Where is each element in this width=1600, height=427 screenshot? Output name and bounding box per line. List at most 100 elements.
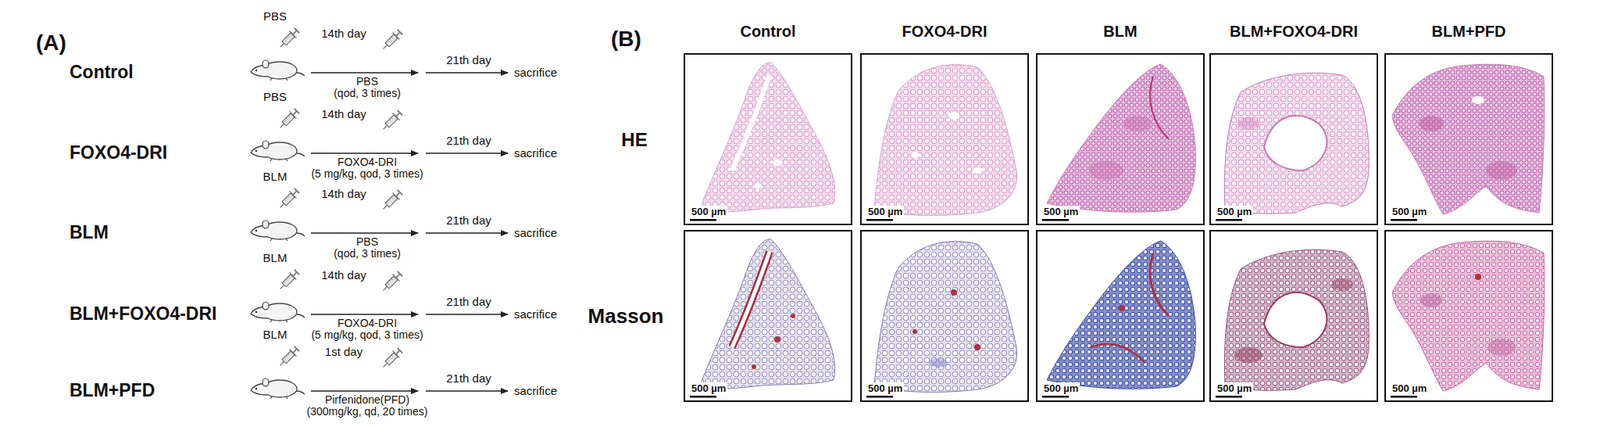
lung-section bbox=[1390, 64, 1545, 221]
scale-bar bbox=[1390, 218, 1418, 222]
collagen-stain bbox=[928, 357, 948, 368]
syringe-icon bbox=[379, 188, 404, 213]
scale-bar-label: 500 µm bbox=[1215, 205, 1254, 218]
scale-bar-label: 500 µm bbox=[866, 382, 904, 394]
scale-bar-label: 500 µm bbox=[689, 205, 728, 218]
day-label: 14th day bbox=[321, 107, 367, 122]
collagen-stain bbox=[1234, 346, 1263, 363]
row-schematic bbox=[250, 186, 508, 241]
day-label: 21th day bbox=[446, 214, 492, 228]
timeline-arrow bbox=[425, 152, 508, 154]
dose-label: (qod, 3 times) bbox=[333, 87, 401, 100]
syringe-icon bbox=[276, 107, 301, 132]
treatment-label: PBS bbox=[356, 235, 379, 248]
scale-bar-label: 500 µm bbox=[866, 205, 904, 218]
syringe-icon bbox=[276, 26, 301, 51]
agent-label: BLM bbox=[263, 170, 288, 184]
stain-label: Masson bbox=[588, 304, 665, 328]
scale-bar bbox=[1215, 395, 1243, 398]
day-label: 21th day bbox=[446, 53, 492, 68]
airway bbox=[1264, 292, 1327, 347]
syringe-icon bbox=[276, 344, 301, 369]
airway bbox=[910, 151, 919, 158]
group-label: BLM bbox=[69, 222, 109, 243]
timeline-arrow bbox=[310, 152, 418, 154]
scale-bar bbox=[1042, 395, 1069, 398]
column-header: BLM+PFD bbox=[1432, 22, 1507, 40]
airway bbox=[732, 251, 770, 347]
lung-lobe bbox=[1224, 249, 1369, 390]
scale-bar-label: 500 µm bbox=[1215, 382, 1254, 394]
histology-panel: 500 µm bbox=[1035, 229, 1205, 402]
fibrotic-patch bbox=[1089, 160, 1124, 180]
syringe-icon bbox=[379, 346, 404, 371]
vessel bbox=[774, 335, 781, 343]
vessel bbox=[751, 364, 757, 369]
day-label: 14th day bbox=[321, 268, 367, 283]
group-label: FOXO4-DRI bbox=[69, 142, 168, 163]
collagen-stain bbox=[1331, 278, 1354, 291]
row-schematic bbox=[250, 344, 508, 399]
scale-bar bbox=[689, 395, 717, 398]
collagen-stain bbox=[1487, 338, 1516, 356]
day-label: 14th day bbox=[321, 187, 367, 201]
vessel bbox=[1150, 253, 1169, 316]
scale-bar-label: 500 µm bbox=[1390, 382, 1429, 394]
treatment-label: FOXO4-DRI bbox=[337, 317, 397, 329]
vessel bbox=[974, 343, 981, 350]
column-header: Control bbox=[739, 22, 796, 40]
histology-panel: 500 µm bbox=[1384, 53, 1554, 225]
lung-section bbox=[1042, 64, 1196, 222]
agent-label: PBS bbox=[263, 90, 287, 104]
endpoint-label: sacrifice bbox=[514, 146, 558, 161]
row-schematic bbox=[250, 26, 508, 81]
syringe-icon bbox=[379, 269, 404, 294]
mouse-icon bbox=[250, 60, 305, 81]
airway bbox=[972, 167, 983, 174]
dose-label: (5 mg/kg, qod, 3 times) bbox=[310, 167, 423, 180]
fibrotic-patch bbox=[1123, 115, 1152, 132]
day-label: 21th day bbox=[446, 134, 492, 148]
scale-bar bbox=[866, 395, 893, 398]
group-label: BLM+PFD bbox=[69, 380, 155, 400]
scale-bar bbox=[866, 218, 893, 222]
mouse-icon bbox=[250, 220, 305, 241]
timeline-arrow bbox=[425, 313, 508, 315]
timeline-arrow bbox=[310, 232, 418, 234]
histology-panel: 500 µm bbox=[860, 53, 1029, 225]
endpoint-label: sacrifice bbox=[514, 226, 558, 240]
scale-bar-label: 500 µm bbox=[1390, 205, 1429, 218]
mouse-icon bbox=[250, 301, 305, 322]
treatment-label: Pirfenidone(PFD) bbox=[325, 393, 410, 406]
scale-bar-label: 500 µm bbox=[689, 382, 728, 394]
column-header: BLM bbox=[1103, 22, 1137, 40]
endpoint-label: sacrifice bbox=[514, 66, 558, 80]
airway bbox=[753, 183, 762, 189]
scale-bar bbox=[1215, 218, 1243, 222]
mouse-icon bbox=[250, 378, 305, 399]
panel-letter: (B) bbox=[610, 27, 642, 52]
vessel bbox=[1150, 76, 1169, 140]
lung-lobe bbox=[1392, 64, 1545, 215]
histology-panel: 500 µm bbox=[1035, 53, 1205, 225]
histology-panel: 500 µm bbox=[1384, 229, 1554, 402]
vessel bbox=[1475, 273, 1482, 280]
lung-section bbox=[1042, 240, 1196, 398]
vessel bbox=[790, 313, 796, 318]
vessel bbox=[912, 328, 918, 334]
lung-lobe bbox=[1046, 240, 1196, 389]
endpoint-label: sacrifice bbox=[514, 307, 558, 322]
timeline-arrow bbox=[310, 71, 418, 74]
lung-lobe bbox=[700, 62, 836, 212]
fibrotic-patch bbox=[1418, 115, 1444, 132]
airway bbox=[1264, 115, 1327, 171]
lung-section bbox=[866, 64, 1018, 222]
airway bbox=[732, 75, 770, 171]
lung-lobe bbox=[1392, 240, 1545, 391]
group-label: Control bbox=[69, 62, 134, 83]
lung-lobe bbox=[700, 239, 836, 389]
histology-panel: 500 µm bbox=[683, 229, 853, 402]
scale-bar bbox=[689, 218, 717, 222]
column-header: FOXO4-DRI bbox=[902, 22, 988, 40]
column-header: BLM+FOXO4-DRI bbox=[1229, 22, 1358, 40]
